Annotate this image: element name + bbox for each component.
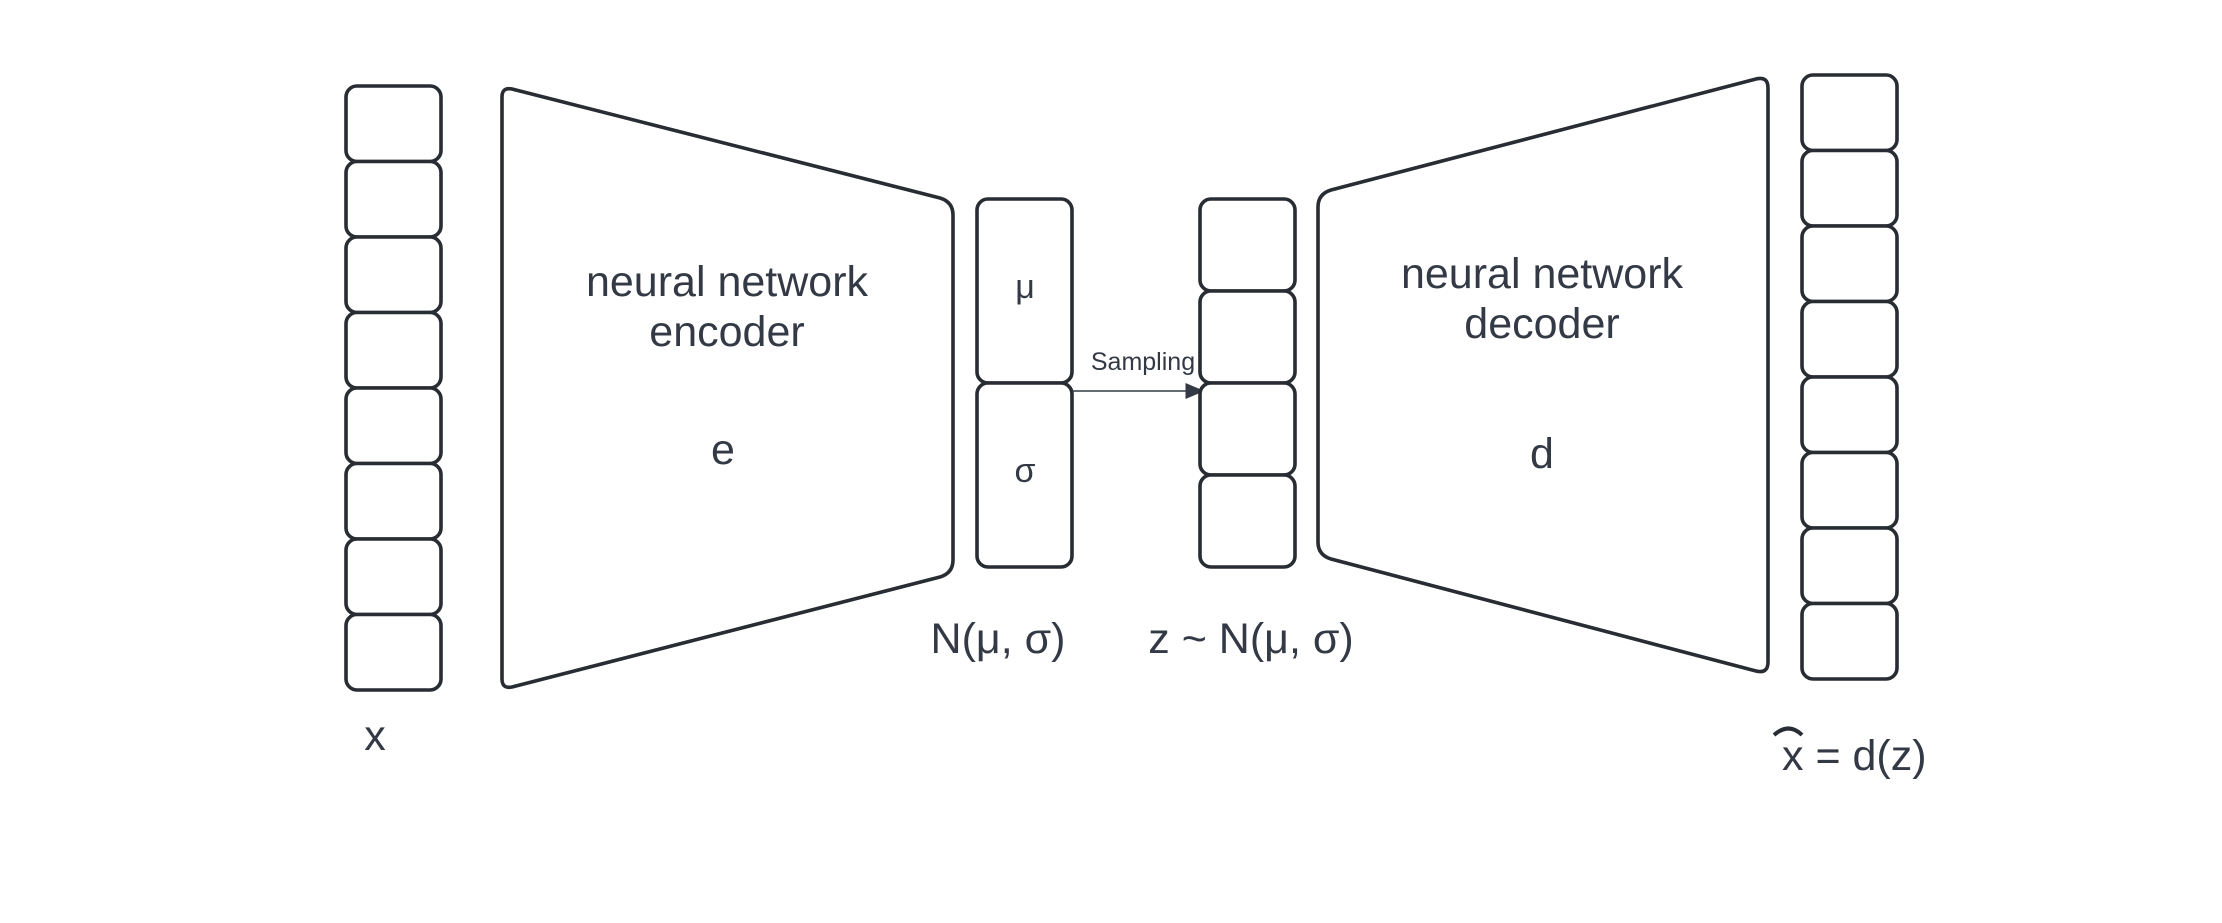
output-vector	[1800, 73, 1899, 681]
input-vector-cell-3	[344, 235, 443, 315]
output-vector-cell-2	[1800, 148, 1899, 228]
decoder-title-line1: neural network	[1401, 250, 1684, 298]
input-vector-cell-4	[344, 310, 443, 390]
latent-z-cell-4	[1198, 473, 1297, 569]
latent-z-cell-2	[1198, 289, 1297, 385]
sigma-symbol: σ	[1015, 452, 1036, 490]
latent-z-label: z ~ N(μ, σ)	[1148, 615, 1353, 663]
latent-z-cell-3	[1198, 381, 1297, 477]
input-vector-cell-1	[344, 84, 443, 164]
latent-z-vector	[1198, 197, 1297, 569]
input-vector-cell-5	[344, 386, 443, 466]
output-vector-cell-3	[1800, 224, 1899, 304]
encoder-title-line1: neural network	[586, 258, 869, 306]
decoder-trapezoid	[1316, 76, 1770, 674]
output-vector-cell-4	[1800, 299, 1899, 379]
decoder-symbol: d	[1530, 430, 1554, 478]
mu-symbol: μ	[1015, 268, 1035, 306]
encoder-symbol: e	[711, 426, 735, 474]
input-vector	[344, 84, 443, 692]
encoder-title-line2: encoder	[649, 308, 804, 356]
latent-params-label: N(μ, σ)	[931, 615, 1066, 663]
output-vector-cell-1	[1800, 73, 1899, 153]
decoder-title-line2: decoder	[1464, 300, 1619, 348]
input-vector-cell-8	[344, 612, 443, 692]
input-vector-cell-2	[344, 159, 443, 239]
output-vector-cell-5	[1800, 375, 1899, 455]
input-vector-cell-6	[344, 461, 443, 541]
input-vector-label: x	[364, 712, 386, 760]
input-vector-cell-7	[344, 537, 443, 617]
sampling-label: Sampling	[1091, 348, 1195, 376]
sigma-cell	[975, 381, 1074, 569]
output-vector-cell-8	[1800, 601, 1899, 681]
encoder-trapezoid	[500, 86, 955, 690]
x-hat-accent-icon	[1772, 726, 1804, 737]
output-vector-cell-7	[1800, 526, 1899, 606]
latent-z-cell-1	[1198, 197, 1297, 293]
output-vector-cell-6	[1800, 450, 1899, 530]
output-vector-label: x = d(z)	[1782, 732, 1927, 780]
